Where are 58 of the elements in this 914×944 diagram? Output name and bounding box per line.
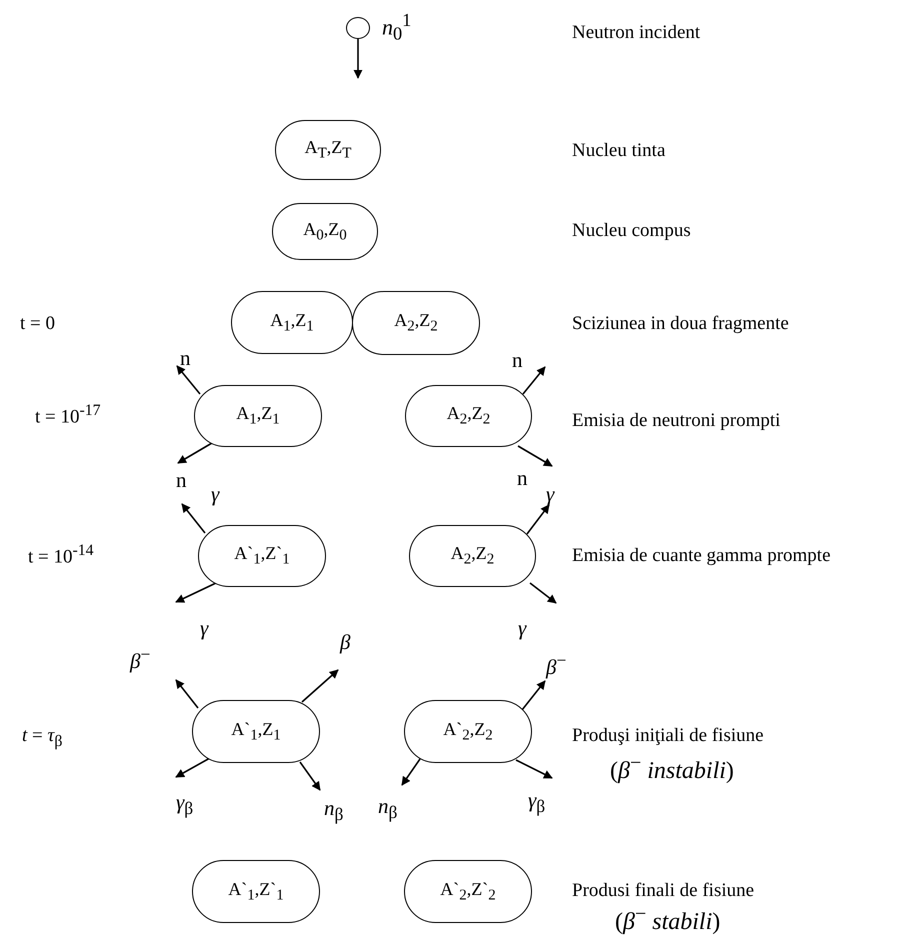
arrow — [177, 442, 212, 464]
note-text: Neutron incident — [572, 22, 700, 44]
nucleus-box: A`$_{1}$,Z$_{1}$ — [192, 700, 320, 763]
particle-circle — [346, 17, 370, 39]
edge-label: γ — [546, 484, 554, 505]
arrow — [175, 757, 210, 778]
note-text: t = 0 — [20, 313, 55, 335]
arrow — [175, 582, 216, 603]
nucleus-box: A`$_{1}$,Z`$_{1}$ — [198, 525, 326, 587]
note-text: Sciziunea in doua fragmente — [572, 313, 789, 335]
nucleus-box: A$_{2}$,Z$_{2}$ — [405, 385, 532, 447]
note-text: Emisia de cuante gamma prompte — [572, 545, 831, 567]
arrow — [516, 759, 553, 779]
edge-label: n — [176, 470, 186, 491]
arrow — [521, 680, 546, 710]
note-text: Nucleu compus — [572, 220, 691, 242]
edge-label: γ$_{β}$ — [528, 790, 546, 816]
edge-label: n$_{β}$ — [324, 798, 344, 824]
nucleus-box: A$_{2}$,Z$_{2}$ — [352, 291, 480, 355]
note-text: (β$^{−}$ instabili) — [610, 752, 734, 785]
arrow — [176, 365, 201, 394]
nucleus-box: A$_{T}$,Z$_{T}$ — [275, 120, 381, 180]
nucleus-box: A`$_{1}$,Z`$_{1}$ — [192, 860, 320, 923]
arrow — [354, 39, 362, 79]
nucleus-box: A$_{0}$,Z$_{0}$ — [272, 203, 378, 260]
edge-label: γ — [518, 618, 526, 639]
edge-label: n — [517, 468, 528, 489]
note-text: Produsi finali de fisiune — [572, 880, 754, 902]
arrow — [518, 445, 553, 467]
edge-label: γ$_{β}$ — [176, 792, 194, 818]
arrow — [526, 504, 550, 534]
edge-label: β$^{−}$ — [546, 652, 566, 678]
note-text: Nucleu tinta — [572, 140, 666, 162]
nucleus-box: A$_{1}$,Z$_{1}$ — [231, 291, 353, 354]
arrow — [181, 503, 206, 534]
arrow — [530, 582, 557, 604]
edge-label: β — [340, 632, 350, 653]
edge-label: n$_{β}$ — [378, 796, 398, 822]
nucleus-box: A$_{1}$,Z$_{1}$ — [194, 385, 322, 447]
note-text: t = 10$^{-14}$ — [28, 542, 94, 568]
note-text: t = τ$_{β}$ — [22, 725, 62, 751]
arrow — [175, 679, 199, 708]
note-text: Produşi iniţiali de fisiune — [572, 725, 764, 747]
arrow — [301, 669, 339, 703]
nucleus-box: A$_{2}$,Z$_{2}$ — [409, 525, 536, 587]
arrow — [522, 366, 546, 394]
edge-label: n — [512, 350, 522, 371]
edge-label: γ — [211, 484, 220, 505]
nucleus-box: A`$_{2}$,Z`$_{2}$ — [404, 860, 532, 923]
arrow — [299, 762, 321, 791]
edge-label: γ — [200, 618, 208, 639]
nucleus-box: A`$_{2}$,Z$_{2}$ — [404, 700, 532, 763]
note-text: t = 10$^{-17}$ — [35, 402, 101, 428]
note-text: Emisia de neutroni prompti — [572, 410, 780, 432]
edge-label: β$^{−}$ — [130, 646, 150, 672]
note-text: (β$^{−}$ stabili) — [615, 903, 720, 936]
arrow — [401, 758, 421, 786]
edge-label: n — [180, 348, 190, 369]
